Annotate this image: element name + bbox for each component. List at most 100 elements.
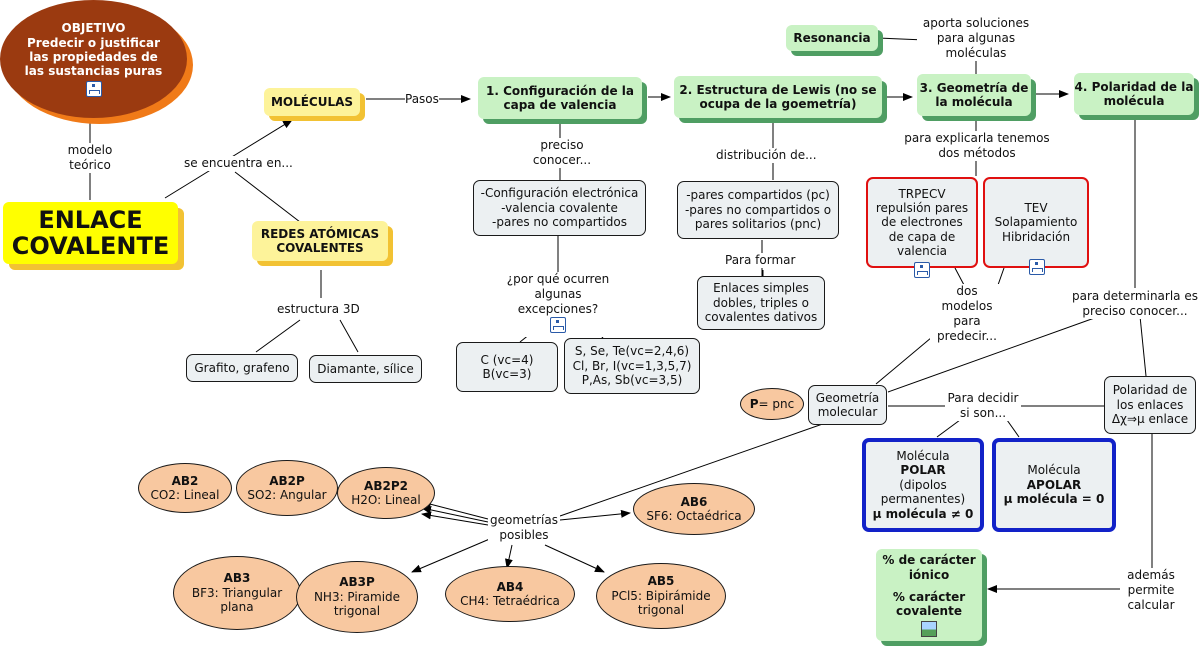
config-node[interactable]: -Configuración electrónica -valencia cov… — [473, 180, 646, 236]
polar-line-2: POLAR — [900, 463, 946, 478]
caracter-line-1: % de carácter iónico — [882, 553, 976, 582]
pares-node[interactable]: -pares compartidos (pc) -pares no compar… — [677, 181, 839, 239]
polar-line-4: μ molécula ≠ 0 — [872, 506, 974, 521]
step-configuracion-node[interactable]: 1. Configuración de la capa de valencia — [478, 77, 642, 119]
pares-line-2: -pares no compartidos o pares solitarios… — [684, 202, 832, 232]
p-bold: P — [749, 397, 759, 411]
link-preciso: preciso conocer... — [525, 138, 599, 168]
link-porque: ¿por qué ocurren algunas excepciones? — [505, 272, 611, 337]
link-porque-text: ¿por qué ocurren algunas excepciones? — [506, 272, 610, 316]
caracter-node[interactable]: % de carácter iónico % carácter covalent… — [876, 549, 982, 641]
link-dos-modelos: dos modelos para predecir... — [930, 284, 1004, 344]
geometry-ab3p-name: AB3P — [339, 575, 375, 590]
exc-s-line-2: Cl, Br, I(vc=1,3,5,7) — [572, 358, 692, 373]
grafito-node[interactable]: Grafito, grafeno — [186, 354, 298, 382]
geometry-ab2p-desc: SO2: Angular — [247, 488, 327, 502]
enlaces-label: Enlaces simples dobles, triples o covale… — [704, 281, 818, 325]
link-geometrias: geometrías posibles — [488, 513, 560, 543]
geometry-ab3p-desc: NH3: Piramide trigonal — [313, 589, 401, 619]
molecula-polar-node[interactable]: Molécula POLAR (dipolos permanentes) μ m… — [862, 438, 984, 532]
pares-line-1: -pares compartidos (pc) — [686, 188, 830, 203]
geometry-ab2p2-desc: H2O: Lineal — [351, 493, 421, 507]
geometria-molecular-label: Geometría molecular — [815, 390, 880, 419]
step-polaridad-node[interactable]: 4. Polaridad de la molécula — [1074, 73, 1194, 115]
link-para-formar: Para formar — [725, 253, 796, 268]
enlaces-node[interactable]: Enlaces simples dobles, triples o covale… — [697, 276, 825, 330]
geometry-ab6-desc: SF6: Octaédrica — [646, 509, 742, 523]
tev-line-1: TEV — [1024, 200, 1048, 215]
link-ademas: además permite calcular — [1120, 568, 1182, 613]
objetivo-node[interactable]: OBJETIVO Predecir o justificar las propi… — [0, 0, 187, 118]
tev-node[interactable]: TEV Solapamiento Hibridación — [983, 177, 1089, 268]
link-para-explicar: para explicarla tenemos dos métodos — [902, 131, 1052, 161]
config-line-2: -valencia covalente — [501, 200, 618, 215]
concept-map-icon[interactable] — [85, 80, 102, 97]
moleculas-label: MOLÉCULAS — [270, 94, 354, 109]
geometry-ab2p-name: AB2P — [269, 473, 305, 488]
molecula-apolar-node[interactable]: Molécula APOLAR μ molécula = 0 — [992, 438, 1116, 532]
objetivo-text: Predecir o justificar las propiedades de… — [24, 35, 163, 79]
exc-s-line-1: S, Se, Te(vc=2,4,6) — [574, 344, 690, 359]
step-4-label: 4. Polaridad de la molécula — [1074, 79, 1194, 108]
geometry-ab2[interactable]: AB2 CO2: Lineal — [138, 463, 232, 513]
geometry-ab5[interactable]: AB5 PCl5: Bipirámide trigonal — [596, 563, 726, 629]
redes-label: REDES ATÓMICAS COVALENTES — [260, 226, 380, 255]
config-line-3: -pares no compartidos — [492, 215, 627, 230]
step-1-label: 1. Configuración de la capa de valencia — [485, 83, 635, 112]
concept-map-icon[interactable] — [1029, 259, 1045, 275]
geometry-ab3p[interactable]: AB3P NH3: Piramide trigonal — [296, 561, 418, 633]
p-pnc-node[interactable]: P= pnc — [740, 388, 804, 420]
tev-line-2: Solapamiento — [994, 215, 1078, 230]
exc-c-line-2: B(vc=3) — [482, 367, 532, 381]
exc-c-node[interactable]: C (vc=4) B(vc=3) — [456, 342, 558, 392]
resonancia-label: Resonancia — [793, 30, 871, 45]
geometry-ab5-name: AB5 — [647, 574, 675, 589]
geometry-ab4[interactable]: AB4 CH4: Tetraédrica — [445, 566, 575, 622]
link-estructura-3d: estructura 3D — [277, 302, 360, 317]
apolar-line-1: Molécula — [1027, 463, 1081, 478]
polaridad-enlaces-node[interactable]: Polaridad de los enlaces Δχ⇒μ enlace — [1104, 376, 1196, 434]
geometry-ab4-desc: CH4: Tetraédrica — [460, 594, 560, 608]
geometry-ab5-desc: PCl5: Bipirámide trigonal — [611, 588, 711, 618]
link-aporta: aporta soluciones para algunas moléculas — [917, 16, 1035, 61]
p-rest: = pnc — [758, 397, 795, 411]
enlace-covalente-node[interactable]: ENLACE COVALENTE — [3, 202, 178, 264]
grafito-label: Grafito, grafeno — [194, 360, 290, 375]
geometry-ab2-name: AB2 — [171, 473, 199, 488]
polar-line-1: Molécula — [896, 449, 950, 464]
geometry-ab2p[interactable]: AB2P SO2: Angular — [236, 460, 338, 516]
redes-node[interactable]: REDES ATÓMICAS COVALENTES — [252, 221, 388, 261]
resonancia-node[interactable]: Resonancia — [786, 25, 878, 51]
image-icon[interactable] — [921, 620, 937, 637]
geometry-ab2-desc: CO2: Lineal — [150, 488, 220, 502]
trpecv-node[interactable]: TRPECV repulsión pares de electrones de … — [866, 177, 978, 268]
geometry-ab6[interactable]: AB6 SF6: Octaédrica — [633, 483, 755, 535]
exc-s-line-3: P,As, Sb(vc=3,5) — [581, 373, 683, 388]
link-pasos: Pasos — [405, 92, 439, 107]
step-lewis-node[interactable]: 2. Estructura de Lewis (no se ocupa de l… — [674, 76, 882, 118]
objetivo-title: OBJETIVO — [61, 21, 126, 36]
tev-line-3: Hibridación — [1001, 229, 1071, 244]
geometry-ab3[interactable]: AB3 BF3: Triangular plana — [173, 556, 301, 630]
diamante-node[interactable]: Diamante, sílice — [309, 355, 422, 383]
geometria-molecular-node[interactable]: Geometría molecular — [808, 385, 887, 425]
moleculas-node[interactable]: MOLÉCULAS — [264, 88, 360, 116]
link-modelo-teorico: modelo teórico — [58, 143, 122, 173]
caracter-line-2: % carácter covalente — [892, 590, 966, 619]
link-se-encuentra: se encuentra en... — [184, 156, 293, 171]
geometry-ab3-name: AB3 — [223, 571, 251, 586]
diamante-label: Diamante, sílice — [317, 361, 414, 376]
config-line-1: -Configuración electrónica — [480, 186, 639, 201]
step-geometria-node[interactable]: 3. Geometría de la molécula — [917, 74, 1031, 116]
concept-map-icon[interactable] — [914, 262, 930, 278]
geometry-ab6-name: AB6 — [680, 494, 708, 509]
link-para-determinar: para determinarla es preciso conocer... — [1070, 289, 1200, 319]
enlace-covalente-label: ENLACE COVALENTE — [11, 205, 170, 260]
polar-line-3: (dipolos permanentes) — [880, 477, 966, 507]
exc-s-node[interactable]: S, Se, Te(vc=2,4,6) Cl, Br, I(vc=1,3,5,7… — [564, 338, 700, 394]
concept-map-icon[interactable] — [550, 317, 566, 333]
step-2-label: 2. Estructura de Lewis (no se ocupa de l… — [679, 82, 877, 111]
link-para-decidir: Para decidir si son... — [945, 391, 1021, 421]
geometry-ab2p2[interactable]: AB2P2 H2O: Lineal — [337, 467, 435, 519]
geometry-ab3-desc: BF3: Triangular plana — [191, 585, 283, 615]
